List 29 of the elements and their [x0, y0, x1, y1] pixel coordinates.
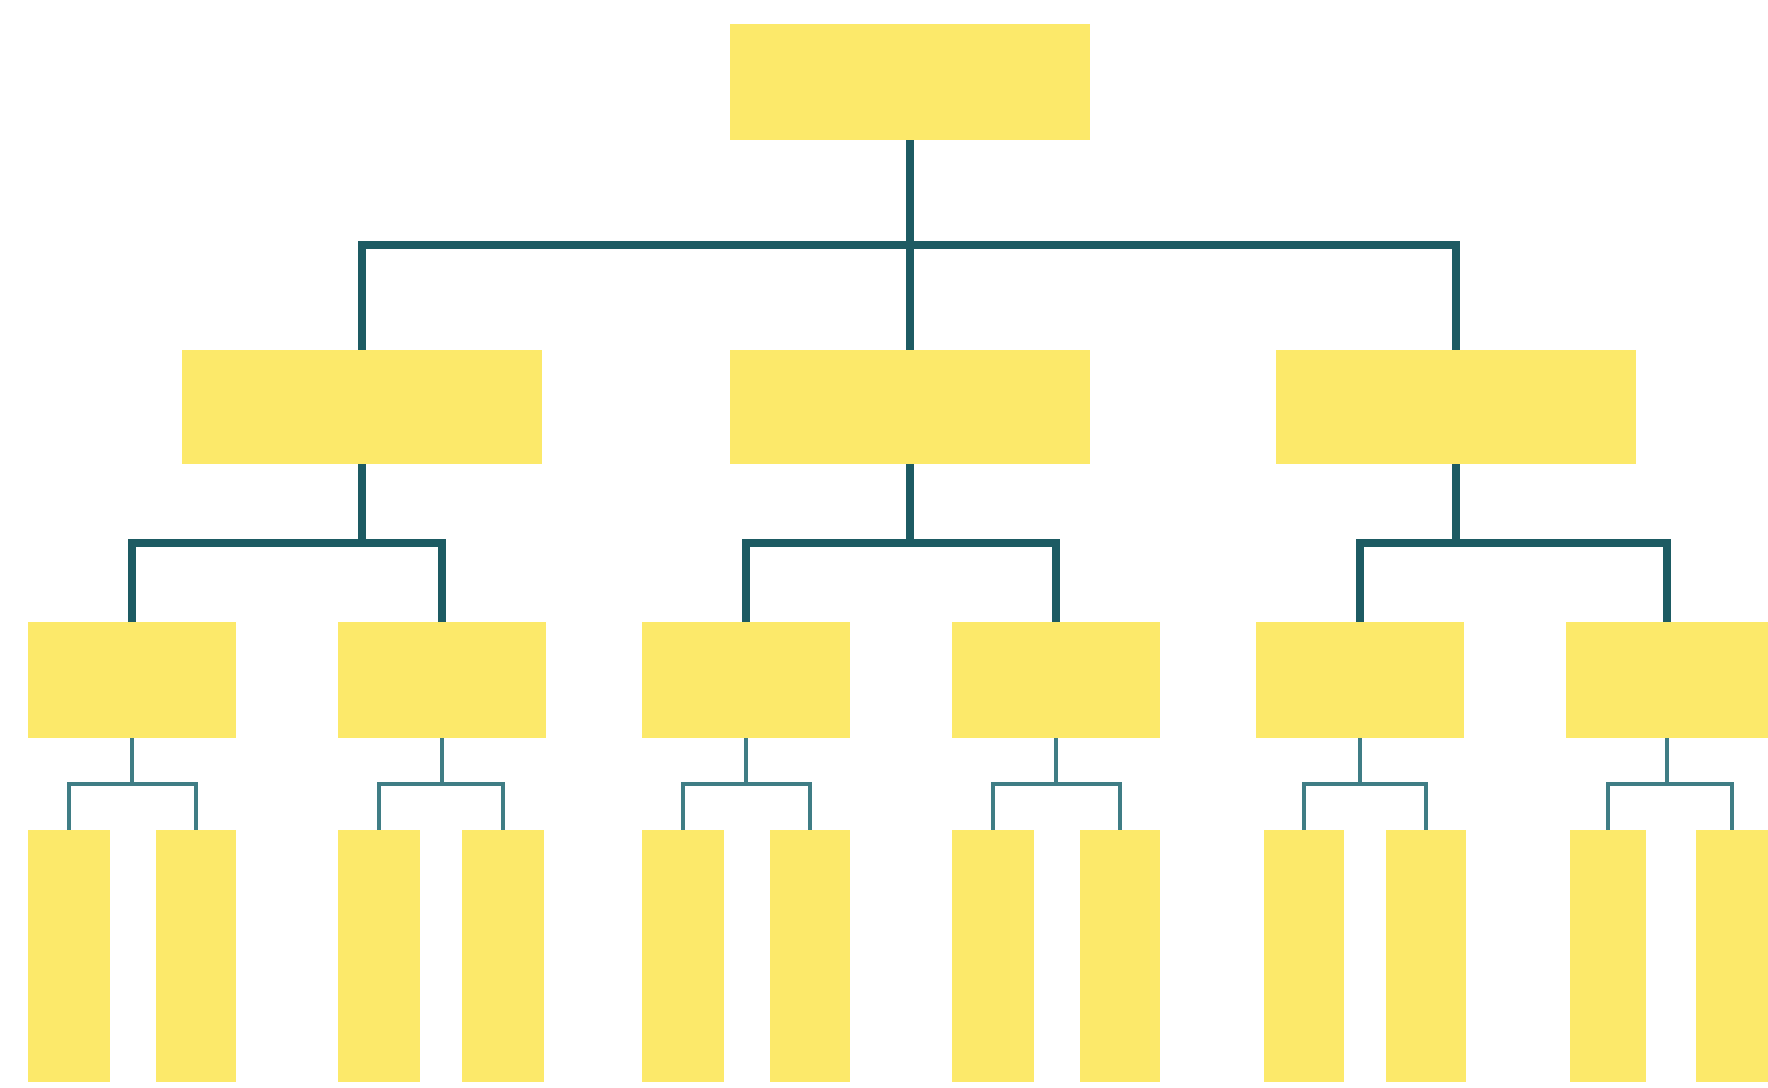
empty-box: [1276, 350, 1636, 464]
empty-box: [730, 350, 1090, 464]
empty-box: [1264, 830, 1344, 1082]
empty-box: [156, 830, 236, 1082]
empty-box: [1696, 830, 1768, 1082]
connector-line: [1665, 738, 1734, 830]
empty-box: [1256, 622, 1464, 738]
connector-line: [440, 738, 505, 830]
empty-box: [770, 830, 850, 1082]
empty-box: [952, 830, 1034, 1082]
empty-box: [28, 830, 110, 1082]
empty-box: [642, 830, 724, 1082]
empty-box: [1566, 622, 1768, 738]
empty-box: [338, 830, 420, 1082]
empty-box: [730, 24, 1090, 140]
empty-box: [338, 622, 546, 738]
connector-line: [130, 738, 198, 830]
connector-line: [1054, 738, 1122, 830]
connector-line: [744, 738, 812, 830]
empty-box: [642, 622, 850, 738]
empty-box: [462, 830, 544, 1082]
connector-line: [906, 140, 1460, 350]
empty-box: [1080, 830, 1160, 1082]
empty-box: [28, 622, 236, 738]
empty-box: [952, 622, 1160, 738]
empty-box: [1570, 830, 1646, 1082]
empty-box: [182, 350, 542, 464]
empty-box: [1386, 830, 1466, 1082]
connector-line: [1358, 738, 1428, 830]
